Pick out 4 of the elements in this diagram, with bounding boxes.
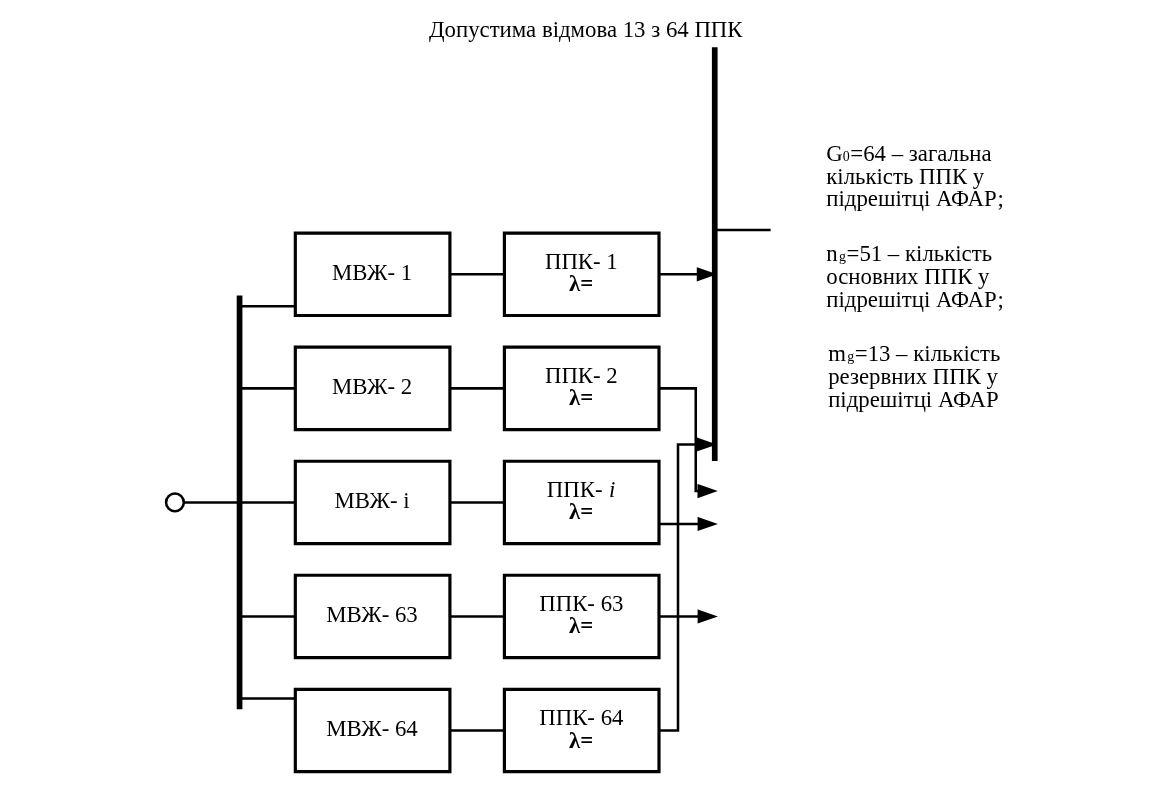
label: mg=13 – кількість резервних ППК у підрешітці АФАР xyxy=(828,341,1001,412)
diagram-title: Допустима відмова 13 з 64 ППК xyxy=(429,16,743,42)
label: ng=51 – кількість основних ППК у підрешітці АФАР; xyxy=(826,240,1004,312)
label: G0=64 – загальна кількість ППК у підрешітці АФАР; xyxy=(826,140,1004,212)
